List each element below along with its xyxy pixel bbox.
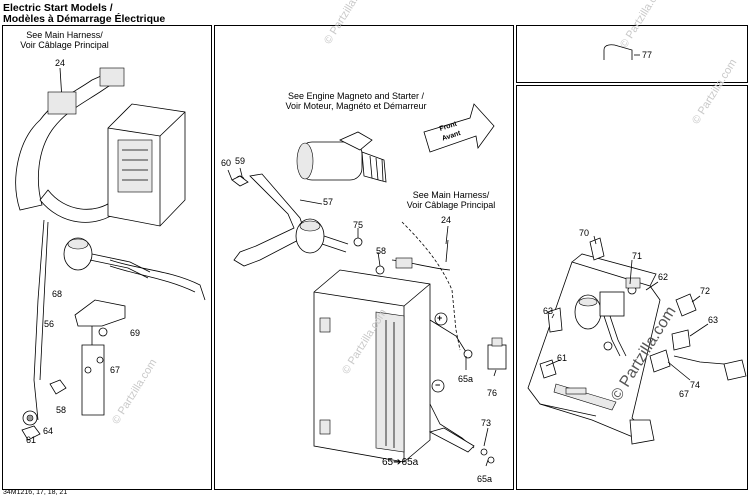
part-61-left: 61 bbox=[26, 435, 37, 445]
part-67-left: 67 bbox=[110, 365, 121, 375]
starter-relay-mid bbox=[295, 218, 385, 275]
part-77: 77 bbox=[642, 50, 653, 60]
battery bbox=[313, 269, 448, 463]
part-65a-mid-top: 65a bbox=[458, 374, 474, 384]
leader-lines-right bbox=[545, 235, 709, 381]
part-67-right: 67 bbox=[679, 389, 690, 399]
part-71-right: 71 bbox=[632, 251, 643, 261]
starter-motor bbox=[296, 131, 387, 183]
wiring-harness-left bbox=[15, 67, 206, 421]
part-65a-mid-bottom: 65a bbox=[477, 474, 493, 484]
ref-arrow-icon: ➔ bbox=[393, 457, 402, 468]
callout-engine-magneto-starter: See Engine Magneto and Starter / Voir Mo… bbox=[285, 91, 427, 111]
fuse-box-left bbox=[107, 103, 186, 227]
part-61-right: 61 bbox=[557, 353, 568, 363]
battery-connector-76 bbox=[487, 337, 507, 370]
callout-main-harness-left: See Main Harness/ Voir Câblage Principal bbox=[20, 30, 109, 50]
part-60-mid: 60 bbox=[221, 158, 232, 168]
title-line-2: Modèles à Démarrage Électrique bbox=[3, 13, 166, 25]
battery-cables bbox=[428, 319, 495, 464]
part-24-mid: 24 bbox=[441, 215, 452, 225]
starter-relay-left bbox=[63, 237, 151, 279]
part-69-left: 69 bbox=[130, 328, 141, 338]
part-73-mid: 73 bbox=[481, 418, 492, 428]
callout-main-harness-mid: See Main Harness/ Voir Câblage Principal bbox=[406, 190, 496, 210]
battery-plus-sign: + bbox=[437, 313, 443, 323]
part-64-left: 64 bbox=[43, 426, 54, 436]
main-harness-mid bbox=[391, 221, 461, 351]
positive-cable bbox=[231, 173, 307, 267]
ref-65-65a: 65➔65a bbox=[382, 458, 418, 468]
part-68-left: 68 bbox=[52, 289, 63, 299]
part-24-left: 24 bbox=[55, 58, 66, 68]
part-62-right: 62 bbox=[658, 272, 669, 282]
part-58-left: 58 bbox=[56, 405, 67, 415]
part-59-mid: 59 bbox=[235, 156, 246, 166]
clip-77 bbox=[603, 44, 640, 60]
part-63-right-left: 63 bbox=[543, 306, 554, 316]
part-58-mid: 58 bbox=[376, 246, 387, 256]
part-56-left: 56 bbox=[44, 319, 55, 329]
part-70-right: 70 bbox=[579, 228, 590, 238]
part-63-right-right: 63 bbox=[708, 315, 719, 325]
part-74-right: 74 bbox=[690, 380, 701, 390]
front-arrow bbox=[423, 103, 495, 153]
relay-bracket-left bbox=[21, 299, 126, 441]
ref-65a: 65a bbox=[401, 457, 419, 468]
ref-65: 65 bbox=[382, 457, 394, 468]
title-line-1: Electric Start Models / bbox=[3, 2, 113, 14]
bolts-right bbox=[539, 237, 747, 381]
part-75-mid: 75 bbox=[353, 220, 364, 230]
leader-lines-mid bbox=[227, 167, 497, 467]
battery-minus-sign: − bbox=[435, 380, 441, 390]
part-72-right: 72 bbox=[700, 286, 711, 296]
diagram-reference-code: 34M1216, 17, 18, 21 bbox=[3, 489, 68, 496]
part-76-mid: 76 bbox=[487, 388, 498, 398]
relay-support-tray bbox=[527, 253, 661, 445]
part-57-mid: 57 bbox=[323, 197, 334, 207]
relay-assembly-right bbox=[574, 277, 641, 357]
